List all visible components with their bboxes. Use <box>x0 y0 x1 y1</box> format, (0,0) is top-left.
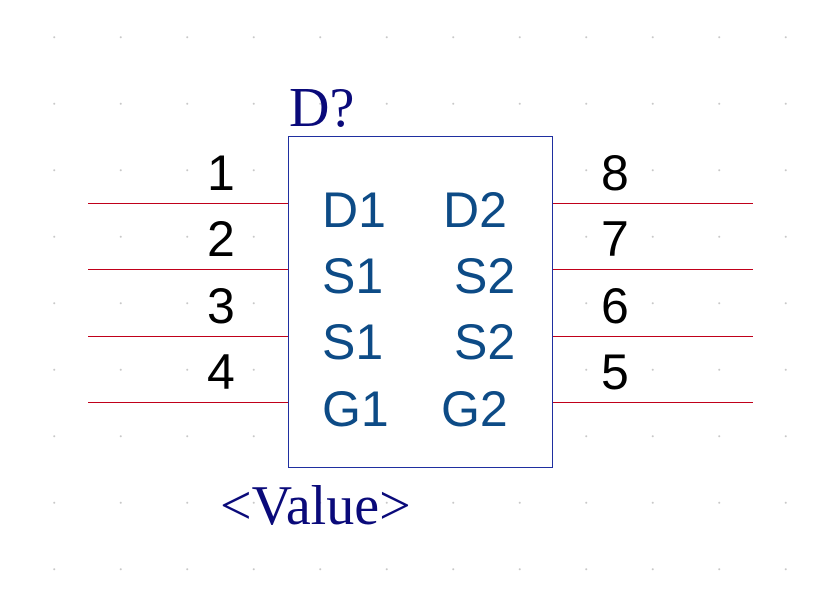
pin-number-7: 7 <box>601 211 629 267</box>
pin-wire-5[interactable] <box>553 402 753 403</box>
pin-number-6: 6 <box>601 278 629 334</box>
component-designator[interactable]: D? <box>289 77 355 139</box>
pin-wire-3[interactable] <box>88 336 288 337</box>
pin-wire-1[interactable] <box>88 203 288 204</box>
pin-name-s1-b: S1 <box>322 314 384 370</box>
pin-name-g1: G1 <box>322 381 389 437</box>
pin-name-d1: D1 <box>322 182 386 238</box>
pin-name-s2-b: S2 <box>454 314 516 370</box>
pin-wire-4[interactable] <box>88 402 288 403</box>
pin-wire-8[interactable] <box>553 203 753 204</box>
pin-number-2: 2 <box>207 211 235 267</box>
pin-name-s1-a: S1 <box>322 248 384 304</box>
pin-wire-2[interactable] <box>88 269 288 270</box>
pin-wire-6[interactable] <box>553 336 753 337</box>
pin-number-1: 1 <box>207 145 235 201</box>
pin-number-5: 5 <box>601 344 629 400</box>
pin-name-d2: D2 <box>443 182 507 238</box>
pin-number-8: 8 <box>601 145 629 201</box>
pin-wire-7[interactable] <box>553 269 753 270</box>
component-value[interactable]: <Value> <box>220 475 411 537</box>
pin-name-g2: G2 <box>441 381 508 437</box>
component-body[interactable] <box>288 136 553 468</box>
pin-number-4: 4 <box>207 344 235 400</box>
pin-number-3: 3 <box>207 278 235 334</box>
pin-name-s2-a: S2 <box>454 248 516 304</box>
